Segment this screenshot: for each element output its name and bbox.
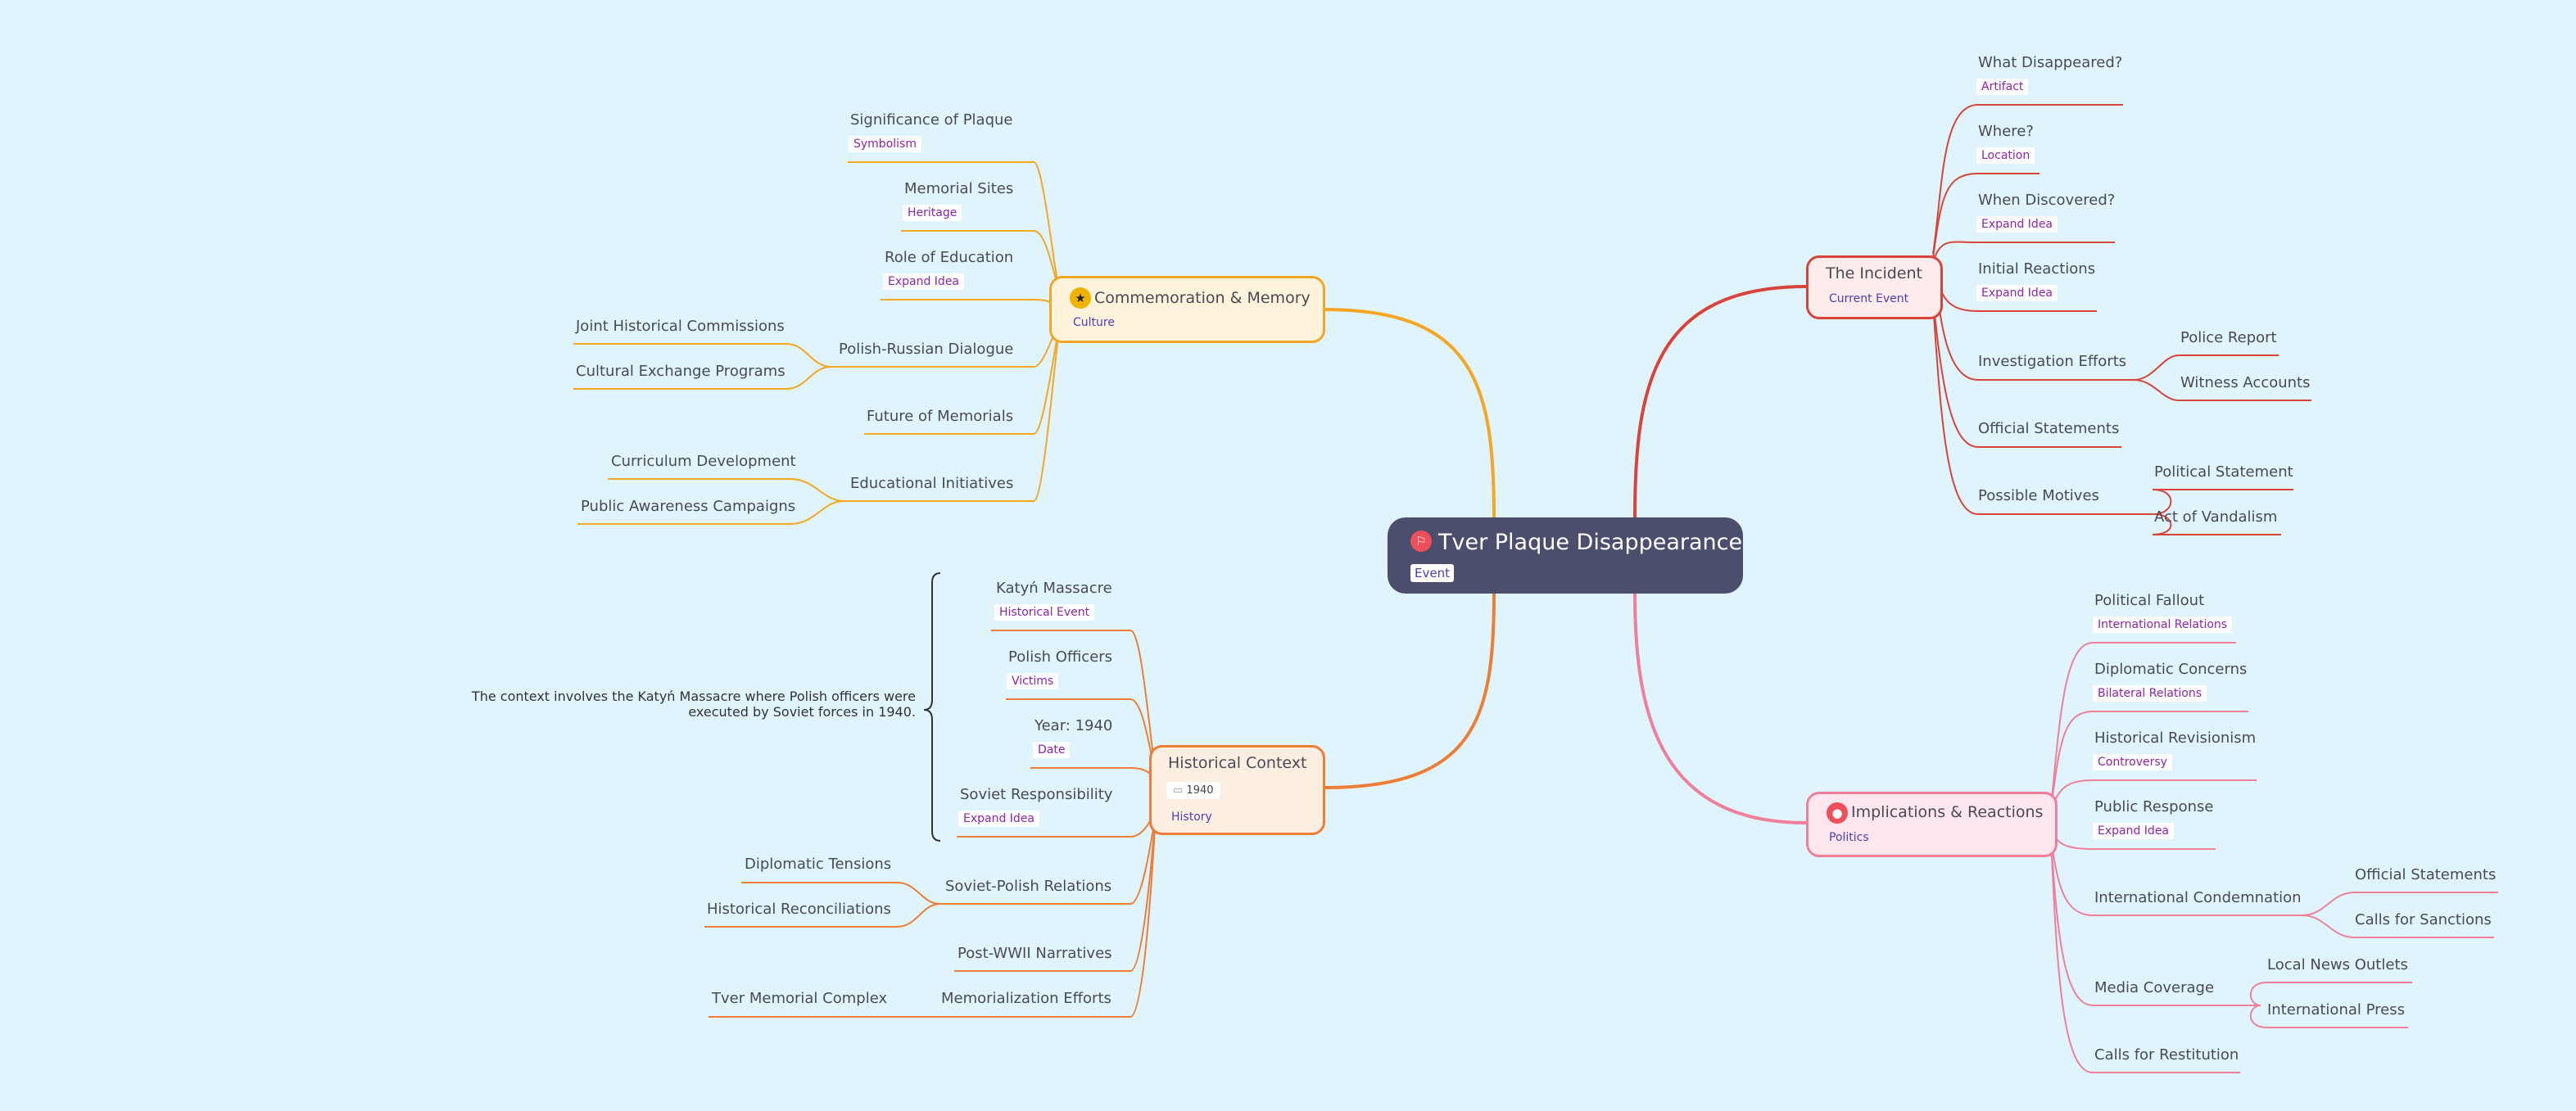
subtopic[interactable]: Polish-Russian Dialogue <box>839 341 1014 358</box>
branch-implications <box>1633 593 1807 824</box>
subtopic[interactable]: Where? <box>1978 123 2034 140</box>
subtopic[interactable]: Initial Reactions <box>1978 260 2096 278</box>
subtopic-tag: Symbolism <box>849 136 921 152</box>
subtopic[interactable]: Diplomatic Concerns <box>2094 661 2248 678</box>
subtopic[interactable]: Public Response <box>2094 798 2214 815</box>
central-topic[interactable] <box>1388 517 1743 594</box>
leaf[interactable]: Act of Vandalism <box>2154 508 2278 526</box>
leaf[interactable]: Diplomatic Tensions <box>745 856 892 873</box>
subtopic[interactable]: Political Fallout <box>2094 592 2205 609</box>
subtopic[interactable]: Historical Revisionism <box>2094 729 2257 747</box>
topic-commemoration-memory[interactable] <box>1049 276 1325 343</box>
leaf[interactable]: Joint Historical Commissions <box>576 318 785 335</box>
branch-historical <box>1324 593 1496 789</box>
subtopic[interactable]: Calls for Restitution <box>2094 1046 2239 1064</box>
subtopic-tag: International Relations <box>2093 616 2233 633</box>
subtopic-tag: Expand Idea <box>2093 823 2175 839</box>
subtopic-tag: Historical Event <box>994 604 1095 621</box>
leaf[interactable]: Cultural Exchange Programs <box>576 363 785 380</box>
star-icon: ★ <box>1070 287 1091 309</box>
leaf[interactable]: Witness Accounts <box>2180 374 2311 391</box>
leaf[interactable]: Public Awareness Campaigns <box>581 498 796 515</box>
flag-icon: ⚐ <box>1410 531 1432 552</box>
subtopic[interactable]: Media Coverage <box>2094 979 2215 996</box>
leaf[interactable]: Calls for Sanctions <box>2355 911 2492 928</box>
subtopic[interactable]: Educational Initiatives <box>850 475 1014 492</box>
leaf[interactable]: Official Statements <box>2355 866 2497 883</box>
subtopic-tag: Expand Idea <box>958 811 1040 827</box>
subtopic[interactable]: Future of Memorials <box>867 408 1014 425</box>
topic-tag: Current Event <box>1824 291 1914 307</box>
topic-title: The Incident <box>1826 264 1922 282</box>
subtopic-tag: Location <box>1976 147 2035 164</box>
date-value: 1940 <box>1186 784 1214 797</box>
branch-incident <box>1633 285 1807 518</box>
subtopic[interactable]: Memorialization Efforts <box>941 990 1111 1007</box>
subtopic[interactable]: Post-WWII Narratives <box>958 945 1112 962</box>
leaf[interactable]: Tver Memorial Complex <box>712 990 888 1007</box>
leaf[interactable]: Curriculum Development <box>611 453 796 470</box>
topic-the-incident[interactable] <box>1806 255 1943 319</box>
topic-title: Commemoration & Memory <box>1094 289 1311 307</box>
summary-note: The context involves the Katyń Massacre … <box>471 689 916 720</box>
subtopic[interactable]: International Condemnation <box>2094 889 2302 906</box>
subtopic-tag: Artifact <box>1976 79 2029 95</box>
subtopic-tag: Bilateral Relations <box>2093 685 2207 702</box>
subtopic-tag: Victims <box>1007 673 1059 689</box>
subtopic-tag: Date <box>1033 742 1071 758</box>
topic-tag: Culture <box>1068 314 1120 331</box>
topic-title: Implications & Reactions <box>1851 803 2044 821</box>
leaf[interactable]: Police Report <box>2180 329 2277 346</box>
subtopic[interactable]: Soviet-Polish Relations <box>945 878 1112 895</box>
subtopic[interactable]: What Disappeared? <box>1978 54 2123 71</box>
topic-title: Historical Context <box>1168 754 1307 772</box>
subtopic[interactable]: Soviet Responsibility <box>960 786 1113 803</box>
leaf[interactable]: Political Statement <box>2154 463 2293 481</box>
summary-bracket <box>923 572 941 842</box>
subtopic-tag: Controversy <box>2093 754 2172 770</box>
subtopic[interactable]: Investigation Efforts <box>1978 353 2127 370</box>
leaf[interactable]: Historical Reconciliations <box>707 901 891 918</box>
subtopic-tag: Heritage <box>903 205 962 221</box>
subtopic[interactable]: Memorial Sites <box>904 180 1014 197</box>
subtopic[interactable]: Polish Officers <box>1008 648 1113 666</box>
subtopic-tag: Expand Idea <box>883 273 965 290</box>
subtopic[interactable]: Role of Education <box>885 249 1014 266</box>
subtopic[interactable]: Significance of Plaque <box>850 111 1013 129</box>
topic-implications-reactions[interactable] <box>1806 792 2058 857</box>
subtopic[interactable]: Katyń Massacre <box>996 580 1112 597</box>
subtopic[interactable]: When Discovered? <box>1978 192 2116 209</box>
topic-tag: Politics <box>1824 829 1874 846</box>
leaf[interactable]: Local News Outlets <box>2267 956 2408 973</box>
calendar-icon: ▭ <box>1173 784 1187 797</box>
subtopic[interactable]: Year: 1940 <box>1034 717 1113 734</box>
topic-tag: History <box>1166 809 1217 825</box>
subtopic-tag: Expand Idea <box>1976 216 2058 233</box>
date-chip: ▭ 1940 <box>1166 782 1220 799</box>
leaf[interactable]: International Press <box>2267 1001 2405 1018</box>
branch-commemoration <box>1324 308 1496 518</box>
person-icon: ● <box>1827 802 1848 824</box>
central-title: Tver Plaque Disappearance <box>1438 530 1743 555</box>
subtopic[interactable]: Official Statements <box>1978 420 2120 437</box>
subtopic-tag: Expand Idea <box>1976 285 2058 301</box>
subtopic[interactable]: Possible Motives <box>1978 487 2099 504</box>
central-tag: Event <box>1410 564 1454 582</box>
